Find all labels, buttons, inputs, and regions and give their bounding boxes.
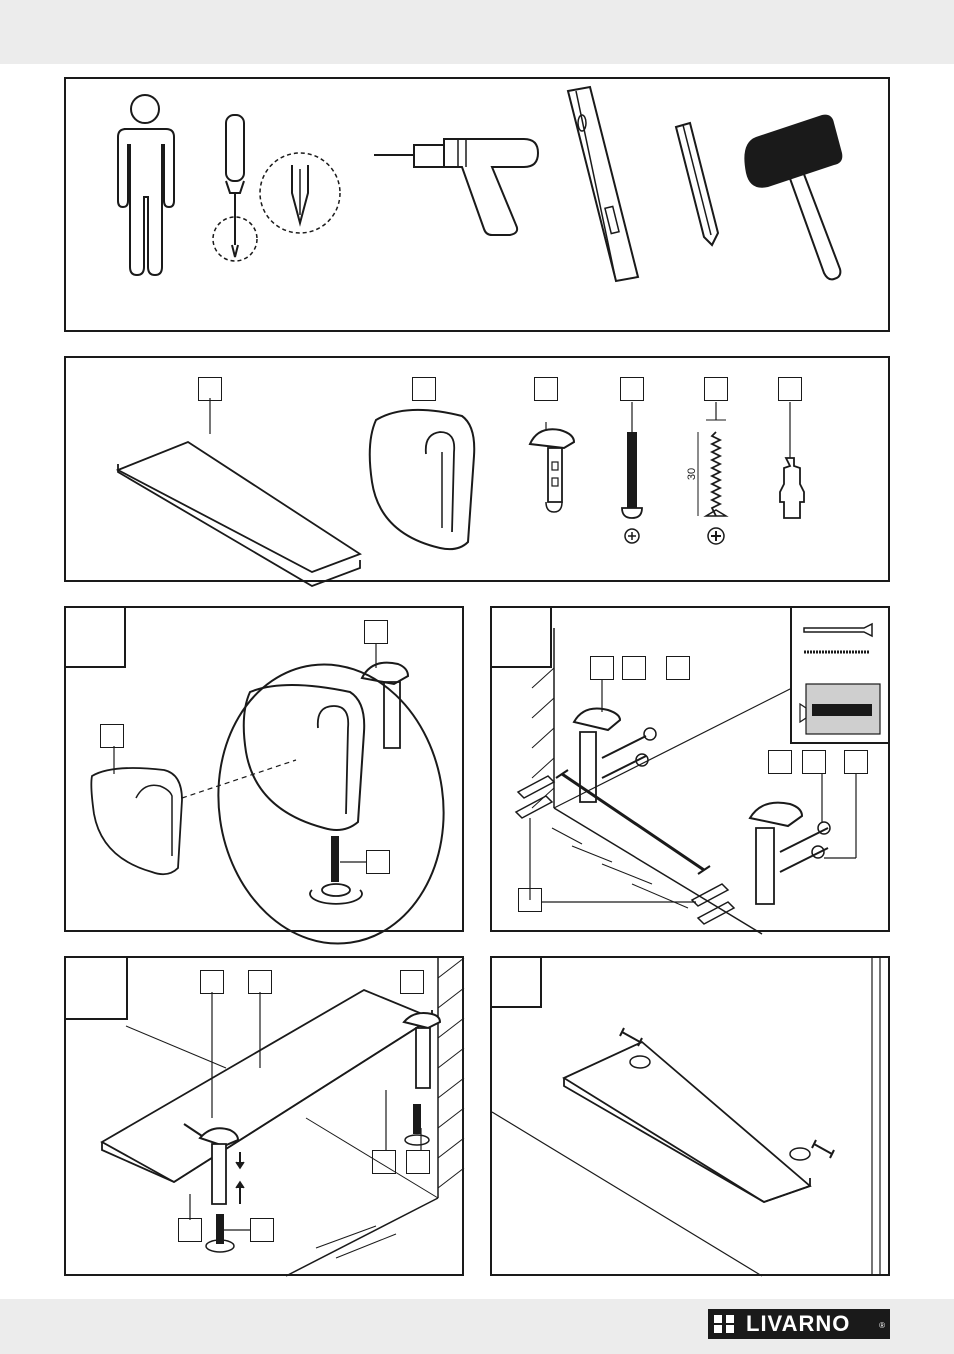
part-label-bolt bbox=[620, 377, 644, 401]
step-2-label-f bbox=[844, 750, 868, 774]
bracket-part bbox=[528, 422, 576, 513]
part-label-screw bbox=[704, 377, 728, 401]
step-3-panel bbox=[64, 956, 465, 1277]
shelf-board-part bbox=[115, 398, 362, 587]
part-label-cover bbox=[412, 377, 436, 401]
step-2-label-e bbox=[802, 750, 826, 774]
bolt-part bbox=[621, 402, 643, 544]
livarno-logo: LIVARNO ® bbox=[708, 1309, 890, 1339]
step-2-label-b bbox=[622, 656, 646, 680]
step-3-label-b bbox=[248, 970, 272, 994]
step-2-illustration bbox=[514, 628, 857, 935]
person-icon bbox=[117, 94, 175, 277]
bracket-cover-part bbox=[368, 408, 476, 551]
part-label-plug bbox=[778, 377, 802, 401]
mallet-icon bbox=[744, 114, 843, 281]
pencil-icon bbox=[674, 121, 720, 247]
brand-registered-mark: ® bbox=[879, 1321, 886, 1330]
step-1-label-cover bbox=[100, 724, 124, 748]
step-2-panel bbox=[490, 606, 890, 935]
step-1-number bbox=[66, 608, 126, 668]
step-1-illustration bbox=[90, 644, 445, 945]
wall-plug-part bbox=[779, 402, 805, 519]
parts-panel: 30 bbox=[64, 356, 890, 587]
spirit-level-icon bbox=[566, 85, 640, 283]
step-4-panel bbox=[490, 956, 890, 1277]
inset-drawing bbox=[799, 622, 881, 735]
screwdriver-icon bbox=[212, 114, 341, 262]
top-band bbox=[0, 0, 954, 64]
step-3-number bbox=[66, 958, 128, 1020]
step-1-label-bracket bbox=[364, 620, 388, 644]
step-3-label-f bbox=[178, 1218, 202, 1242]
drill-icon bbox=[374, 138, 540, 236]
part-label-bracket bbox=[534, 377, 558, 401]
step-2-label-d bbox=[768, 750, 792, 774]
tools-panel bbox=[64, 77, 890, 332]
step-2-label-a bbox=[590, 656, 614, 680]
step-1-panel bbox=[64, 606, 464, 945]
step-3-label-e bbox=[406, 1150, 430, 1174]
step-4-illustration bbox=[491, 958, 881, 1277]
screw-part bbox=[697, 402, 729, 545]
step-2-label-c bbox=[666, 656, 690, 680]
brand-name: LIVARNO bbox=[746, 1311, 851, 1336]
step-3-label-c bbox=[400, 970, 424, 994]
logo-mark-icon bbox=[714, 1315, 734, 1333]
step-2-number bbox=[492, 608, 552, 668]
step-4-number bbox=[492, 958, 542, 1008]
step-1-label-bolt bbox=[366, 850, 390, 874]
step-2-inset bbox=[790, 608, 888, 744]
step-3-illustration bbox=[100, 957, 465, 1277]
step-3-label-g bbox=[250, 1218, 274, 1242]
